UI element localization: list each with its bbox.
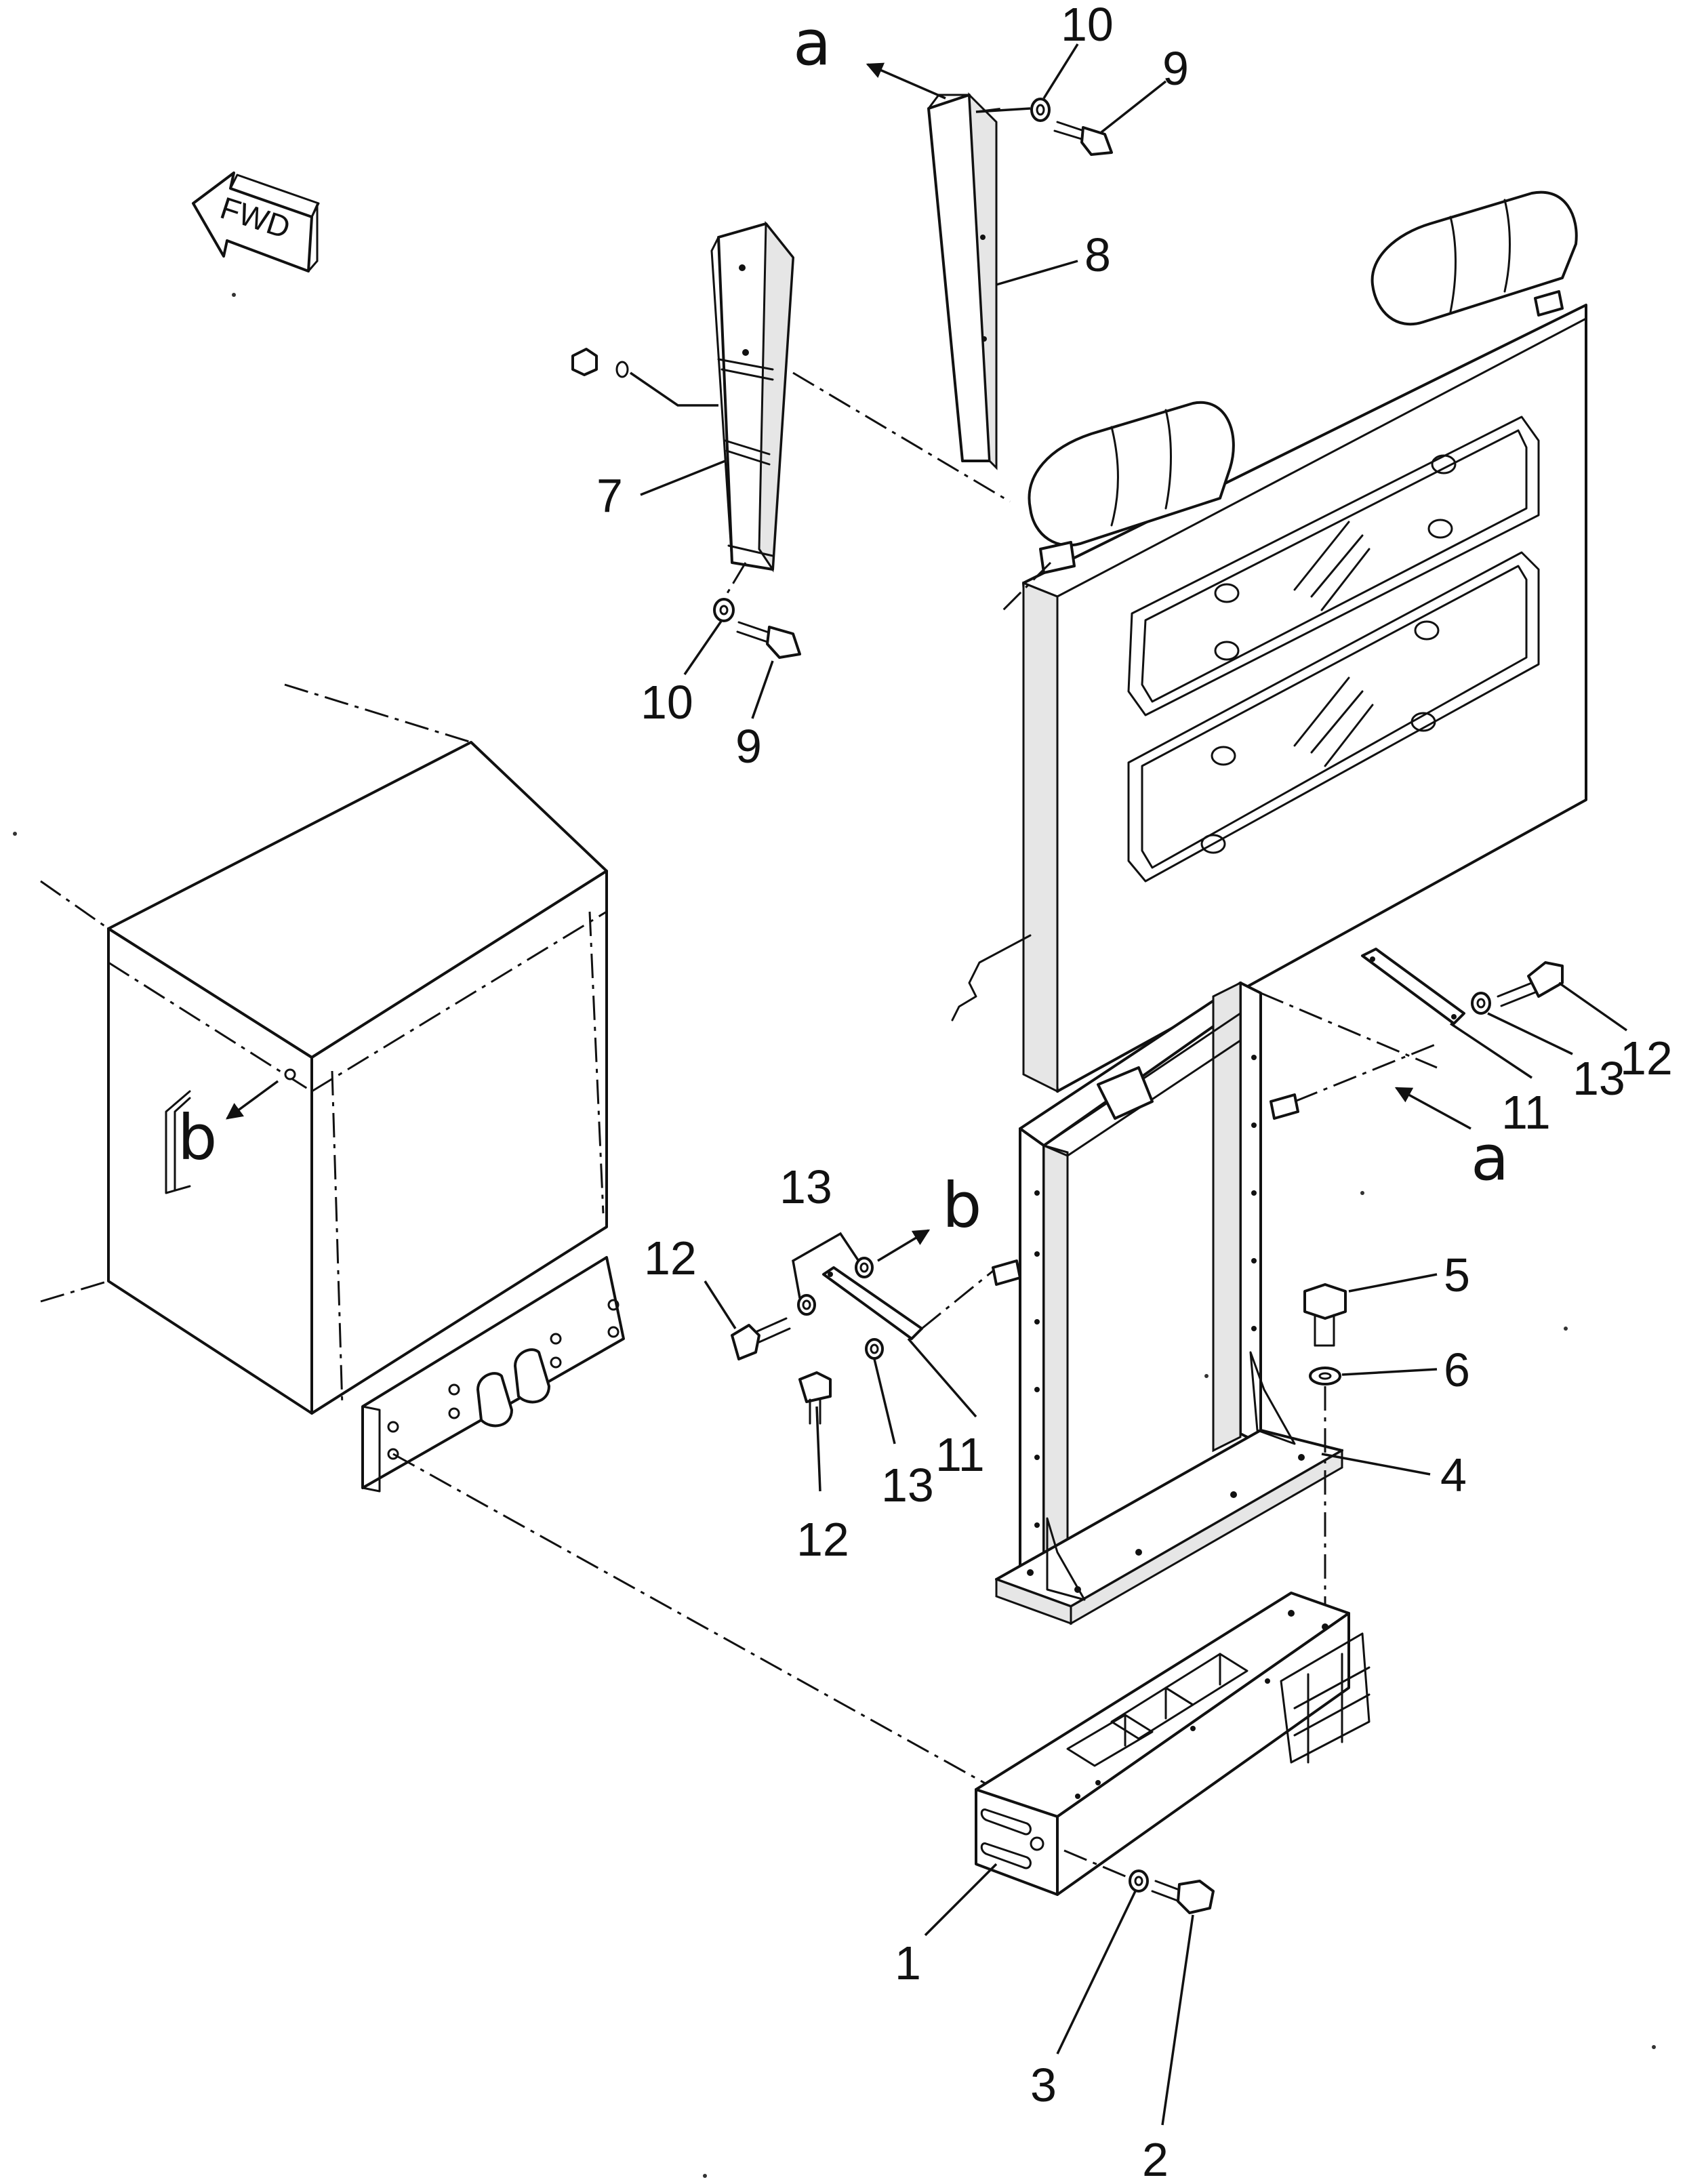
bolt-5 [1303, 1283, 1347, 1347]
dashed-link-stud-11 [1294, 1043, 1438, 1103]
dashed-hood-left [40, 880, 109, 930]
callout-3: 3 [1030, 2059, 1057, 2111]
part-4-frame-shroud [992, 981, 1343, 1625]
callout-10-bottom: 10 [641, 676, 693, 729]
callout-11-right: 11 [1501, 1086, 1551, 1139]
bolt-2 [1151, 1880, 1215, 1914]
washer-13-right [1471, 992, 1491, 1015]
bolt-9-top [1053, 121, 1113, 156]
callout-10-top: 10 [1061, 0, 1114, 51]
leader-12-mid [815, 1406, 821, 1492]
dashed-link-7-bolt [724, 562, 747, 597]
radiator-panel [951, 190, 1587, 1093]
leader-8 [996, 260, 1078, 286]
leader-13-right [1487, 1012, 1573, 1055]
leader-9-top [1100, 80, 1167, 134]
reference-letter-a-right: a [1471, 1122, 1509, 1194]
leader-12-right [1558, 982, 1628, 1032]
reference-letter-a-top: a [793, 7, 831, 79]
leader-11-right [1450, 1022, 1532, 1079]
dashed-hood-bottom [40, 1280, 109, 1303]
bolt-9-bottom [736, 621, 801, 659]
callout-9-top: 9 [1162, 42, 1189, 95]
leader-5 [1348, 1273, 1438, 1293]
reference-letter-b-hood: b [178, 1101, 217, 1174]
callout-8: 8 [1084, 228, 1111, 281]
dashed-link-11-mid [921, 1270, 994, 1330]
callout-9-bottom: 9 [735, 720, 762, 773]
arrow-b-mid [877, 1229, 931, 1262]
dashed-link-7-radiator [792, 371, 1011, 503]
engine-hood-block [107, 741, 625, 1493]
washer-10-bottom [713, 598, 735, 622]
dashed-link-8-top [975, 107, 1004, 113]
part-1-crossmember [975, 1592, 1371, 1896]
callout-13-upper: 13 [779, 1160, 832, 1213]
scan-specks [13, 293, 1656, 2178]
bolt-12-left [731, 1317, 791, 1360]
washer-13-mid [865, 1338, 884, 1360]
leader-11-mid [907, 1337, 977, 1418]
arrow-a-top [866, 62, 946, 100]
leader-3 [1056, 1890, 1137, 2055]
washer-6 [1309, 1367, 1341, 1386]
reference-letter-b-mid: b [942, 1169, 981, 1242]
part-8-upper-bracket [927, 92, 998, 470]
callout-5: 5 [1444, 1249, 1470, 1301]
washer-13-mid-upper [797, 1294, 816, 1316]
leader-7 [640, 460, 726, 496]
callout-4: 4 [1440, 1449, 1467, 1501]
callout-7: 7 [596, 469, 623, 522]
part-7-channel-bracket [710, 220, 794, 573]
dashed-panel-edge [1002, 561, 1052, 611]
callout-2: 2 [1142, 2133, 1169, 2184]
arrow-a-right [1394, 1087, 1471, 1130]
callout-13-mid: 13 [881, 1459, 934, 1512]
leader-4 [1321, 1453, 1431, 1476]
arrow-b-hood [226, 1080, 279, 1120]
leader-9-bottom [751, 660, 774, 719]
leader-10-top [1042, 43, 1079, 99]
callout-6: 6 [1444, 1343, 1470, 1396]
leader-2 [1161, 1914, 1194, 2126]
bolt-12-right [1497, 961, 1564, 1007]
tank-left [1028, 401, 1235, 574]
leader-10-bottom [683, 620, 723, 675]
dashed-link-frame-11 [1260, 992, 1438, 1069]
tank-right [1371, 190, 1578, 326]
dashed-hood-top [284, 683, 472, 744]
nut-part-7 [571, 348, 629, 378]
washer-10-top [1030, 98, 1051, 122]
leader-13-upper [792, 1232, 862, 1299]
leader-12-left [704, 1280, 737, 1329]
dashed-link-hood-crossmember [392, 1453, 997, 1791]
washer-b-link [855, 1257, 874, 1278]
link-part-7-nut [630, 371, 718, 407]
part-11-bracket-right [1361, 948, 1465, 1025]
callout-12-mid: 12 [796, 1513, 849, 1566]
part-11-bracket-mid [822, 1266, 923, 1340]
callout-12-left: 12 [644, 1232, 697, 1285]
bolt-12-mid [798, 1371, 832, 1425]
leader-13-mid [873, 1358, 896, 1444]
callout-13-right: 13 [1572, 1052, 1625, 1105]
fwd-direction-arrow: FWD [192, 171, 320, 272]
leader-6 [1341, 1368, 1438, 1376]
callout-12-right: 12 [1620, 1032, 1673, 1085]
washer-3 [1129, 1869, 1149, 1893]
callout-11-mid: 11 [935, 1428, 985, 1481]
callout-1: 1 [895, 1937, 921, 1989]
leader-1 [924, 1863, 998, 1937]
dashed-link-crossmember-bolt [1063, 1849, 1129, 1879]
